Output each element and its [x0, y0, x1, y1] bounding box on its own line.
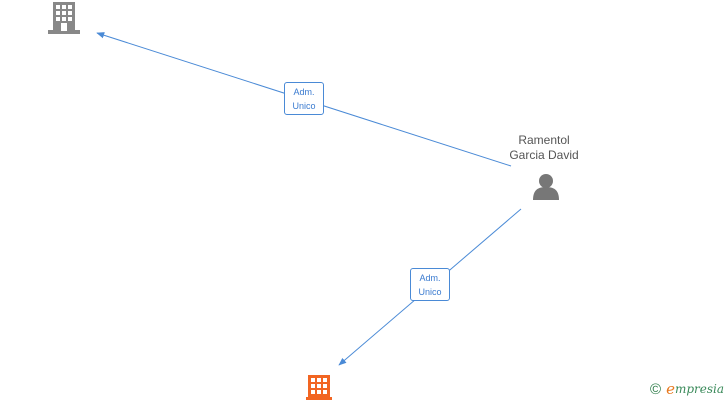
person-name-label[interactable]: Ramentol Garcia David — [494, 133, 594, 163]
person-name-line2: Garcia David — [509, 148, 579, 162]
empresia-watermark: © e mpresia — [650, 380, 724, 398]
brand-initial: e — [666, 380, 675, 398]
brand-name: mpresia — [674, 382, 725, 396]
edge-label-role: Adm. — [419, 273, 441, 283]
person-name-line1: Ramentol — [518, 133, 570, 147]
building-icon[interactable] — [48, 2, 80, 34]
edge-label-bottom: Adm. Unico — [410, 268, 450, 301]
edge-label-role: Adm. — [293, 87, 315, 97]
copyright-icon: © — [650, 380, 662, 398]
edge-label-role-type: Unico — [418, 287, 442, 297]
edge-label-role-type: Unico — [292, 101, 316, 111]
edge-label-top: Adm. Unico — [284, 82, 324, 115]
person-icon[interactable] — [533, 174, 559, 200]
building-icon[interactable] — [306, 375, 332, 400]
